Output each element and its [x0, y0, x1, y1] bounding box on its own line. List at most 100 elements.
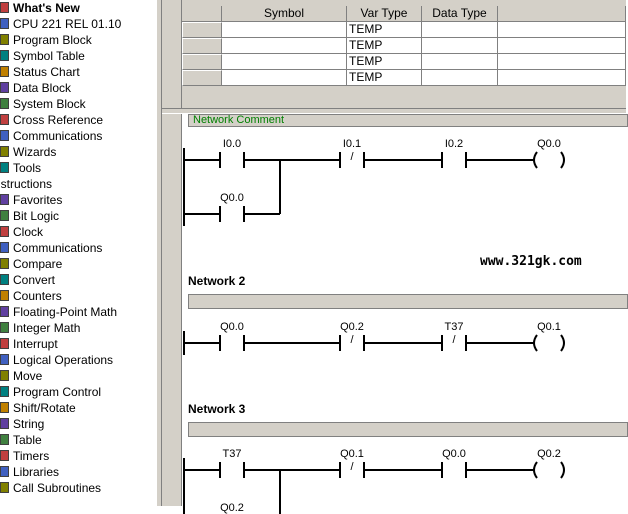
tree-item[interactable]: String: [0, 416, 156, 432]
var-type-cell[interactable]: TEMP: [347, 54, 422, 70]
tree-item[interactable]: Logical Operations: [0, 352, 156, 368]
ladder-canvas[interactable]: Network Comment Network 2 Network 3 I0.0…: [182, 114, 628, 514]
tree-item[interactable]: Communications: [0, 128, 156, 144]
pane-splitter[interactable]: [156, 0, 162, 506]
tree-item[interactable]: Counters: [0, 288, 156, 304]
tree-item[interactable]: Data Block: [0, 80, 156, 96]
tree-item[interactable]: Tools: [0, 160, 156, 176]
coil-label[interactable]: Q0.2: [537, 448, 561, 460]
row-header[interactable]: [182, 54, 222, 70]
data-type-cell[interactable]: [422, 22, 498, 38]
tree-item[interactable]: Timers: [0, 448, 156, 464]
tree-item-label: Program Block: [13, 33, 92, 47]
cpu-icon: [0, 18, 9, 29]
ladder-diagram: [183, 148, 565, 514]
coil-label[interactable]: Q0.0: [537, 138, 561, 150]
tree-item[interactable]: Move: [0, 368, 156, 384]
tree-item[interactable]: Favorites: [0, 192, 156, 208]
data-type-cell[interactable]: [422, 70, 498, 86]
tree-item[interactable]: Symbol Table: [0, 48, 156, 64]
contact-label[interactable]: Q0.0: [220, 192, 244, 204]
tree-item-label: Status Chart: [13, 65, 80, 79]
contact-label[interactable]: Q0.2: [340, 321, 364, 333]
network1-comment-bar[interactable]: Network Comment: [188, 114, 628, 127]
tree-item[interactable]: Table: [0, 432, 156, 448]
tree-item[interactable]: Communications: [0, 240, 156, 256]
tree-item[interactable]: Shift/Rotate: [0, 400, 156, 416]
tree-item[interactable]: Floating-Point Math: [0, 304, 156, 320]
contact-label[interactable]: I0.2: [444, 138, 464, 150]
tree-item[interactable]: Integer Math: [0, 320, 156, 336]
symbol-cell[interactable]: [222, 22, 347, 38]
symbol-cell[interactable]: [222, 38, 347, 54]
system-block-icon: [0, 98, 9, 109]
tree-item-label: What's New: [13, 1, 80, 15]
libraries-icon: [0, 466, 9, 477]
var-type-cell[interactable]: TEMP: [347, 70, 422, 86]
tree-item-label: String: [13, 417, 45, 431]
tree-item[interactable]: Program Control: [0, 384, 156, 400]
comment-cell[interactable]: [498, 22, 626, 38]
row-header[interactable]: [182, 22, 222, 38]
table-icon: [0, 434, 9, 445]
tree-item-label: Floating-Point Math: [13, 305, 118, 319]
contact-label[interactable]: Q0.0: [442, 448, 466, 460]
col-header-symbol[interactable]: Symbol: [222, 6, 347, 22]
row-header[interactable]: [182, 38, 222, 54]
data-type-cell[interactable]: [422, 54, 498, 70]
contact-label[interactable]: I0.0: [222, 138, 242, 150]
negation-mark: /: [452, 334, 456, 346]
tree-item-label: Wizards: [13, 145, 57, 159]
col-header-comment[interactable]: [498, 6, 626, 22]
tree-item[interactable]: Program Block: [0, 32, 156, 48]
tree-item-label: Shift/Rotate: [13, 401, 76, 415]
tree-item[interactable]: Clock: [0, 224, 156, 240]
col-header-var-type[interactable]: Var Type: [347, 6, 422, 22]
tree-item[interactable]: Call Subroutines: [0, 480, 156, 496]
tree-item[interactable]: Interrupt: [0, 336, 156, 352]
symbol-cell[interactable]: [222, 54, 347, 70]
contact-label[interactable]: T37: [444, 321, 464, 333]
tree-item[interactable]: CPU 221 REL 01.10: [0, 16, 156, 32]
tree-item[interactable]: Status Chart: [0, 64, 156, 80]
row-header[interactable]: [182, 70, 222, 86]
tree-item[interactable]: Bit Logic: [0, 208, 156, 224]
tree-item[interactable]: Wizards: [0, 144, 156, 160]
contact-label[interactable]: Q0.2: [220, 502, 244, 514]
program-control-icon: [0, 386, 9, 397]
var-type-cell[interactable]: TEMP: [347, 38, 422, 54]
network2-title[interactable]: Network 2: [188, 274, 246, 288]
comment-cell[interactable]: [498, 38, 626, 54]
network1-comment: Network Comment: [193, 114, 285, 126]
comment-cell[interactable]: [498, 70, 626, 86]
contact-label[interactable]: T37: [222, 448, 242, 460]
comment-cell[interactable]: [498, 54, 626, 70]
col-header-data-type[interactable]: Data Type: [422, 6, 498, 22]
contact-label[interactable]: Q0.1: [340, 448, 364, 460]
network3-title[interactable]: Network 3: [188, 402, 246, 416]
symbol-cell[interactable]: [222, 70, 347, 86]
tree-item[interactable]: Libraries: [0, 464, 156, 480]
data-type-cell[interactable]: [422, 38, 498, 54]
tree-item[interactable]: nstructions: [0, 176, 156, 192]
tree-item[interactable]: System Block: [0, 96, 156, 112]
tree-item-label: Logical Operations: [13, 353, 114, 367]
integer-math-icon: [0, 322, 9, 333]
tree-item[interactable]: Compare: [0, 256, 156, 272]
var-type-cell[interactable]: TEMP: [347, 22, 422, 38]
tree-item-label: Program Control: [13, 385, 102, 399]
coil-symbol: [533, 151, 538, 169]
contact-label[interactable]: I0.1: [342, 138, 362, 150]
coil-label[interactable]: Q0.1: [537, 321, 561, 333]
table-editor-splitter[interactable]: [162, 108, 626, 114]
contact-label[interactable]: Q0.0: [220, 321, 244, 333]
tree-item[interactable]: What's New: [0, 0, 156, 16]
tree-item-label: Interrupt: [13, 337, 58, 351]
communications-icon: [0, 242, 9, 253]
watermark-text: www.321gk.com: [480, 254, 582, 269]
tree-item[interactable]: Convert: [0, 272, 156, 288]
tree-item[interactable]: Cross Reference: [0, 112, 156, 128]
data-block-icon: [0, 82, 9, 93]
